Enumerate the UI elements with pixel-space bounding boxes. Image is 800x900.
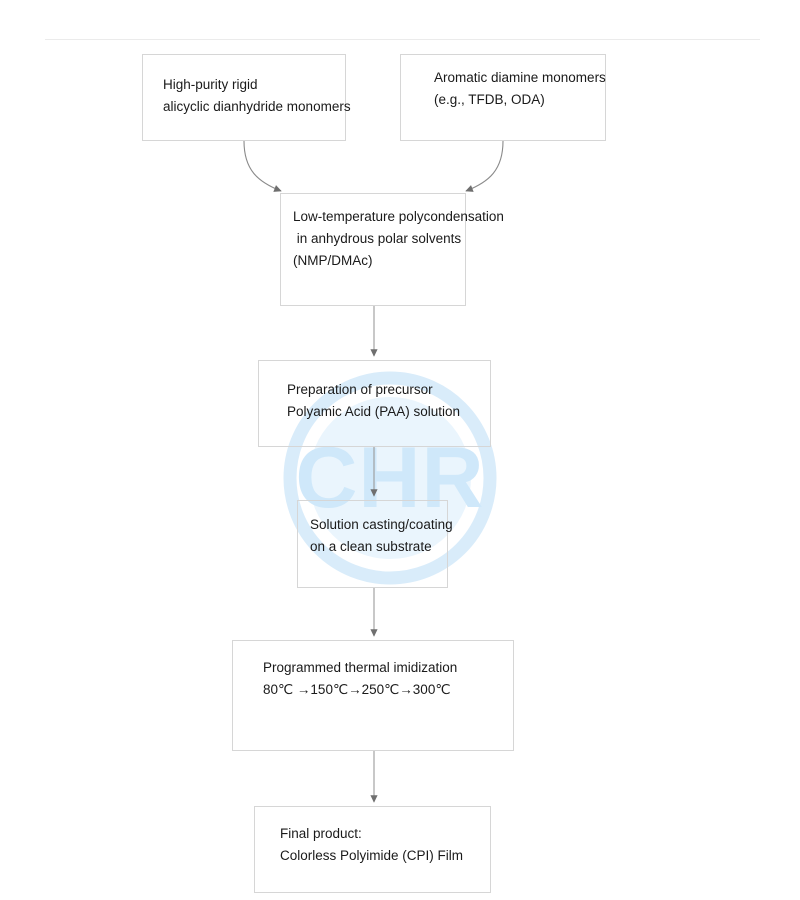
node-diamine-monomers: Aromatic diamine monomers (e.g., TFDB, O… [400,54,606,141]
node-diamine-line-1: Aromatic diamine monomers [434,69,606,85]
node-polycondensation-line-1: Low-temperature polycondensation [293,208,504,224]
edge-diamine-to-polycondensation [465,140,504,192]
node-thermal-imidization: Programmed thermal imidization 80℃ →150℃… [232,640,514,751]
node-dianhydride-line-2: alicyclic dianhydride monomers [163,98,351,114]
node-polycondensation: Low-temperature polycondensation in anhy… [280,193,504,306]
node-dianhydride-monomers: High-purity rigid alicyclic dianhydride … [142,54,351,141]
node-final-line-1: Final product: [280,825,362,841]
node-final-product: Final product: Colorless Polyimide (CPI)… [254,806,491,893]
node-polyamic-acid-solution: Preparation of precursor Polyamic Acid (… [258,360,491,447]
node-final-line-2: Colorless Polyimide (CPI) Film [280,847,464,863]
top-divider-rule [45,39,760,40]
edge-dianhydride-to-polycondensation [243,140,282,192]
node-dianhydride-line-1: High-purity rigid [163,76,258,92]
node-casting-line-2: on a clean substrate [310,539,432,554]
node-casting-line-1: Solution casting/coating [310,517,453,532]
node-imidization-line-1: Programmed thermal imidization [263,659,458,675]
node-paa-line-1: Preparation of precursor [287,381,433,397]
node-polycondensation-line-2: in anhydrous polar solvents [293,230,462,246]
node-paa-line-2: Polyamic Acid (PAA) solution [287,403,461,419]
node-polycondensation-line-3: (NMP/DMAc) [293,252,373,268]
node-diamine-line-2: (e.g., TFDB, ODA) [434,91,545,107]
node-imidization-temperature-profile: 80℃ →150℃→250℃→300℃ [263,681,451,697]
node-solution-casting: Solution casting/coating on a clean subs… [297,500,453,588]
